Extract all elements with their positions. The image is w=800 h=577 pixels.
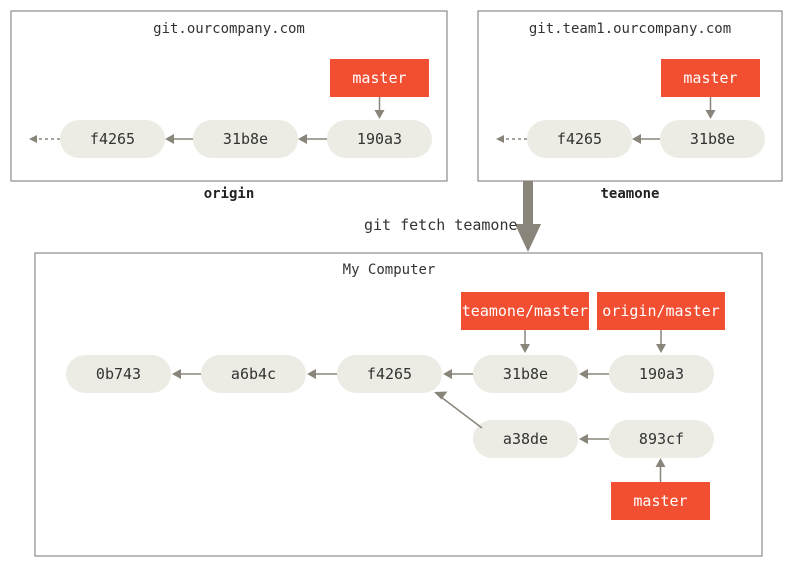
local-origin-master-arrowhead <box>656 344 666 353</box>
origin-master-arrowhead <box>374 110 385 119</box>
local-origin-master-ref <box>597 292 725 330</box>
local-master-ref-label: master <box>633 492 687 510</box>
local-teamone-master-ref-label: teamone/master <box>462 302 588 320</box>
origin-master-ref-label: master <box>352 69 406 87</box>
local-teamone-master-arrowhead <box>520 344 530 353</box>
origin-commit-31b8e <box>193 120 298 158</box>
team-master-arrowhead <box>705 110 716 119</box>
team-remote-label: teamone <box>600 186 659 202</box>
origin-commit-190a3-label: 190a3 <box>357 130 402 148</box>
local-commit-190a3 <box>609 355 714 393</box>
local-arrowhead-f4265-a6b4c <box>307 369 316 379</box>
origin-remote-label: origin <box>204 186 255 202</box>
local-commit-0b743 <box>66 355 171 393</box>
origin-server: git.ourcompany.com master f4265 31b8e 19… <box>10 10 448 182</box>
local-commit-0b743-label: 0b743 <box>96 365 141 383</box>
local-commit-a38de-label: a38de <box>503 430 548 448</box>
local-commit-893cf-label: 893cf <box>639 430 684 448</box>
origin-arrowhead-history <box>29 135 37 143</box>
origin-commit-f4265 <box>60 120 165 158</box>
local-commit-a6b4c <box>201 355 306 393</box>
team-server-title: git.team1.ourcompany.com <box>529 21 731 37</box>
origin-server-title: git.ourcompany.com <box>153 21 305 37</box>
local-arrowhead-190a3-31b8e <box>579 369 588 379</box>
local-computer-title: My Computer <box>343 262 436 278</box>
local-computer: My Computer teamone/master origin/master… <box>34 252 763 557</box>
fetch-arrowhead <box>515 224 541 252</box>
local-master-ref <box>611 482 710 520</box>
local-arrowhead-31b8e-f4265 <box>443 369 452 379</box>
local-master-arrowhead <box>655 458 666 467</box>
local-arrowhead-893cf-a38de <box>579 434 588 444</box>
origin-arrowhead-31b8e-f4265 <box>165 134 174 144</box>
local-commit-a38de <box>473 420 578 458</box>
local-commit-893cf <box>609 420 714 458</box>
origin-commit-f4265-label: f4265 <box>90 130 135 148</box>
local-commit-f4265-label: f4265 <box>367 365 412 383</box>
local-arrowhead-a38de-f4265 <box>434 391 448 400</box>
origin-arrowhead-190a3-31b8e <box>298 134 307 144</box>
team-master-ref <box>661 59 760 97</box>
local-commit-31b8e-label: 31b8e <box>503 365 548 383</box>
origin-commit-190a3 <box>327 120 432 158</box>
local-commit-31b8e <box>473 355 578 393</box>
local-commit-f4265 <box>337 355 442 393</box>
fetch-arrow-shaft <box>523 181 533 227</box>
team-server: git.team1.ourcompany.com master f4265 31… <box>477 10 783 182</box>
fetch-command: git fetch teamone <box>364 216 518 234</box>
local-origin-master-ref-label: origin/master <box>602 302 719 320</box>
team-commit-31b8e <box>660 120 765 158</box>
team-commit-31b8e-label: 31b8e <box>690 130 735 148</box>
team-arrowhead-history <box>496 135 504 143</box>
local-arrowhead-a6b4c-0b743 <box>172 369 181 379</box>
team-arrowhead-31b8e-f4265 <box>632 134 641 144</box>
team-commit-f4265-label: f4265 <box>557 130 602 148</box>
local-teamone-master-ref <box>461 292 589 330</box>
origin-master-ref <box>330 59 429 97</box>
team-master-ref-label: master <box>683 69 737 87</box>
local-arrow-a38de-f4265 <box>440 396 483 429</box>
local-commit-a6b4c-label: a6b4c <box>231 365 276 383</box>
local-commit-190a3-label: 190a3 <box>639 365 684 383</box>
origin-commit-31b8e-label: 31b8e <box>223 130 268 148</box>
team-commit-f4265 <box>527 120 632 158</box>
